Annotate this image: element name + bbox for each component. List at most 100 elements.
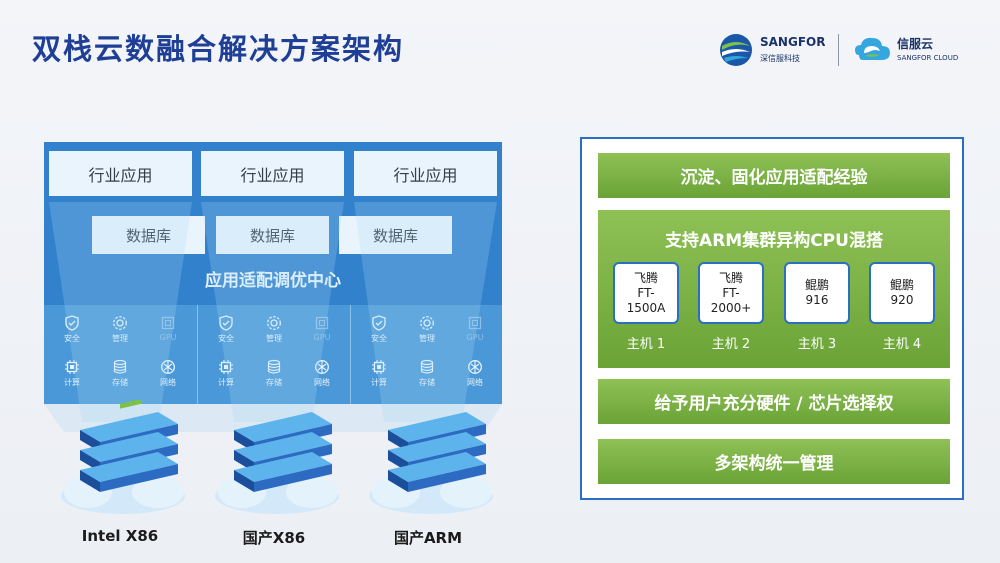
sangfor-cloud-logo: 信服云 SANGFOR CLOUD (853, 30, 978, 70)
arm-heterogeneous-block: 支持ARM集群异构CPU混搭 飞腾 FT- 1500A 主机 1 飞腾 FT- … (598, 210, 950, 368)
resource-group: 安全 管理 GPU 计算 存储 网络 (197, 305, 349, 404)
sangfor-cloud-logo-icon (855, 37, 890, 60)
cpu-icon (219, 360, 233, 374)
chip-vendor: 飞腾 (633, 270, 658, 285)
host-2: 飞腾 FT- 2000+ 主机 2 (698, 262, 764, 352)
capability-panel: 沉淀、固化应用适配经验 支持ARM集群异构CPU混搭 飞腾 FT- 1500A … (580, 137, 964, 500)
chip-model-line: FT- (722, 285, 740, 300)
sangfor-logo-icon (720, 34, 752, 66)
industry-apps-row: 行业应用 行业应用 行业应用 (49, 151, 497, 196)
gpu-resource: GPU (302, 315, 342, 342)
cpu-chip-card: 鲲鹏 920 (869, 262, 935, 324)
arm-heterogeneous-heading: 支持ARM集群异构CPU混搭 (665, 231, 883, 251)
host-3: 鲲鹏 916 主机 3 (784, 262, 850, 352)
resource-label: 计算 (371, 378, 387, 387)
resource-label: 安全 (371, 334, 387, 343)
shield-icon (219, 315, 233, 331)
cloud-logo-name: 信服云 (897, 37, 934, 51)
host-4: 鲲鹏 920 主机 4 (869, 262, 935, 352)
server-stack-icon (369, 412, 493, 514)
hardware-choice-bar: 给予用户充分硬件 / 芯片选择权 (598, 379, 950, 424)
storage-resource: 存储 (254, 359, 294, 388)
host-1: 飞腾 FT- 1500A 主机 1 (613, 262, 679, 352)
platform-stack-diagram: 行业应用 行业应用 行业应用 数据库 数据库 数据库 应用适配调优中心 安全 管… (44, 142, 502, 404)
database-icon (113, 359, 127, 374)
network-icon (315, 360, 329, 374)
management-resource: 管理 (100, 315, 140, 344)
compute-resource: 计算 (206, 359, 246, 388)
industry-app-box: 行业应用 (201, 151, 344, 196)
logos: SANGFOR 深信服科技 信服云 SANGFOR CLOUD (718, 30, 978, 70)
industry-app-box: 行业应用 (49, 151, 192, 196)
cloud-logo-sub: SANGFOR CLOUD (897, 54, 959, 62)
host-label: 主机 1 (626, 337, 666, 352)
gear-icon (420, 316, 434, 330)
host-label: 主机 4 (882, 337, 922, 352)
resource-label: 存储 (266, 378, 282, 387)
sangfor-logo-sub: 深信服科技 (760, 54, 800, 63)
cpu-chip-card: 飞腾 FT- 1500A (613, 262, 679, 324)
unified-management-bar: 多架构统一管理 (598, 439, 950, 484)
database-icon (420, 359, 434, 374)
server-stack-icon (215, 412, 339, 514)
security-resource: 安全 (206, 315, 246, 344)
security-resource: 安全 (359, 315, 399, 344)
resource-label: 存储 (112, 378, 128, 387)
shield-icon (372, 315, 386, 331)
management-resource: 管理 (407, 315, 447, 344)
page-title: 双栈云数融合解决方案架构 (32, 32, 405, 66)
resource-group: 安全 管理 GPU 计算 存储 网络 (350, 305, 502, 404)
cpu-chip-card: 飞腾 FT- 2000+ (698, 262, 764, 324)
network-resource: 网络 (148, 359, 188, 388)
chip-model-line: 2000+ (710, 300, 752, 315)
resource-label: 管理 (419, 334, 435, 343)
platform-label-domestic-arm: 国产ARM (393, 529, 463, 547)
gpu-icon (315, 316, 329, 330)
chip-vendor: 鲲鹏 (889, 278, 914, 292)
database-row: 数据库 数据库 数据库 (92, 216, 452, 254)
resource-label: 网络 (314, 378, 330, 387)
application-layer: 行业应用 行业应用 行业应用 数据库 数据库 数据库 应用适配调优中心 (44, 142, 502, 305)
database-box: 数据库 (92, 216, 205, 254)
gpu-resource: GPU (455, 315, 495, 342)
cpu-icon (65, 360, 79, 374)
gpu-icon (468, 316, 482, 330)
domestic-x86-server-cluster (212, 400, 342, 518)
resource-label: 管理 (266, 334, 282, 343)
platform-label-domestic-x86: 国产X86 (242, 529, 306, 547)
resource-label: GPU (313, 333, 331, 342)
chip-model-line: FT- (637, 285, 655, 300)
resource-label: 计算 (218, 378, 234, 387)
compute-resource: 计算 (359, 359, 399, 388)
resource-label: 计算 (64, 378, 80, 387)
shield-icon (65, 315, 79, 331)
resource-label: 网络 (160, 378, 176, 387)
chip-vendor: 飞腾 (718, 270, 743, 285)
resource-pool-area: 安全 管理 GPU 计算 存储 网络 (44, 305, 502, 404)
intel-x86-server-cluster (58, 398, 188, 518)
sangfor-logo: SANGFOR 深信服科技 (718, 30, 833, 70)
industry-app-box: 行业应用 (354, 151, 497, 196)
gpu-icon (161, 316, 175, 330)
compute-resource: 计算 (52, 359, 92, 388)
network-resource: 网络 (455, 359, 495, 388)
database-box: 数据库 (216, 216, 329, 254)
network-icon (161, 360, 175, 374)
gear-icon (113, 316, 127, 330)
server-stack-icon (61, 398, 185, 514)
network-icon (468, 360, 482, 374)
sangfor-logo-name: SANGFOR (760, 35, 826, 49)
database-icon (267, 359, 281, 374)
chip-model-line: 1500A (626, 300, 666, 315)
resource-label: GPU (466, 333, 484, 342)
resource-label: GPU (159, 333, 177, 342)
gpu-resource: GPU (148, 315, 188, 342)
resource-label: 安全 (64, 334, 80, 343)
domestic-arm-server-cluster (366, 400, 496, 518)
database-box: 数据库 (339, 216, 452, 254)
resource-label: 网络 (467, 378, 483, 387)
management-resource: 管理 (254, 315, 294, 344)
chip-model-line: 916 (805, 293, 829, 307)
storage-resource: 存储 (100, 359, 140, 388)
app-tuning-center-label: 应用适配调优中心 (205, 271, 341, 291)
